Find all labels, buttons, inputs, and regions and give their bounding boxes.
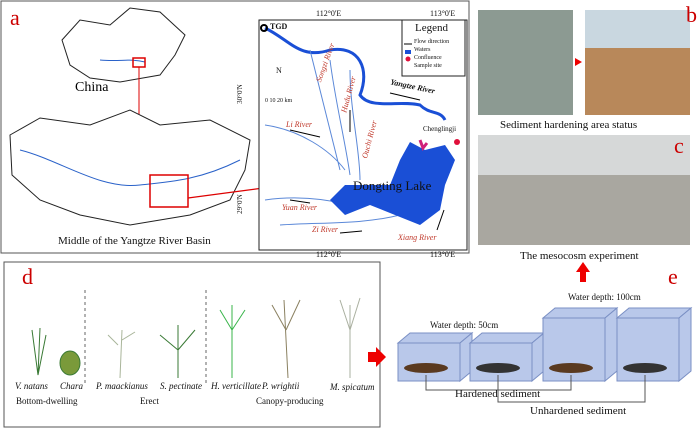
- tick-bottom-112: 112°0'E: [316, 250, 342, 259]
- panel-label-a: a: [10, 5, 20, 30]
- tick-bottom-113: 113°0'E: [430, 250, 456, 259]
- legend-box: [401, 19, 466, 77]
- basin-yangtze: [19, 149, 241, 187]
- panel-label-e: e: [668, 264, 678, 289]
- arrow-d-e: [368, 352, 376, 362]
- tick-top-113: 113°0'E: [430, 9, 456, 18]
- river-label: Li River: [286, 120, 312, 129]
- map-tributaries: [264, 49, 401, 226]
- flow-arrow: [389, 92, 421, 101]
- plant-illustrations: [31, 297, 361, 379]
- tick-side-30: 30°0'N: [235, 84, 244, 104]
- basin-highlight-box: [149, 174, 189, 208]
- dongting-lake-label: Dongting Lake: [353, 178, 432, 193]
- legend-item: Confluence: [414, 55, 442, 61]
- river-label: Yuan River: [282, 203, 318, 212]
- tick-top-112: 112°0'E: [316, 9, 342, 18]
- flow-arrow: [289, 199, 311, 204]
- river-label: Xiang River: [398, 233, 437, 242]
- species-label: H. verticillate: [211, 381, 261, 391]
- sample-sites: [418, 139, 429, 151]
- species-label: M. spicatum: [330, 382, 375, 392]
- china-yangtze: [99, 59, 146, 63]
- group-label: Erect: [140, 396, 159, 406]
- caption-b: Sediment hardening area status: [500, 119, 638, 131]
- dongting-lake-shape: [330, 142, 455, 225]
- legend-item: Flow direction: [414, 39, 450, 45]
- depth-100-label: Water depth: 100cm: [568, 292, 641, 302]
- legend-item: Waters: [414, 47, 431, 53]
- panel-d-frame: [3, 261, 381, 428]
- species-label: V. natans: [15, 381, 48, 391]
- tick-side-29: 29°0'N: [235, 194, 244, 214]
- tgd-label: TGD: [270, 22, 288, 31]
- confluence-marker: [454, 139, 460, 145]
- north-arrow: N: [276, 66, 282, 75]
- species-label: P. wrightii: [262, 381, 300, 391]
- map-yangtze: [264, 26, 447, 121]
- basin-outline: [9, 109, 251, 226]
- panel-a-frame: [0, 0, 470, 254]
- flow-arrow: [436, 209, 445, 231]
- legend-confluence-swatch: [405, 56, 411, 62]
- panel-label-b: b: [686, 2, 697, 27]
- tgd-marker: [260, 24, 268, 32]
- panel-label-c: c: [674, 133, 684, 158]
- basin-caption: Middle of the Yangtze River Basin: [58, 235, 211, 247]
- group-label: Bottom-dwelling: [16, 396, 78, 406]
- chenglingji-label: Chenglingji: [423, 125, 457, 133]
- group-label: Canopy-producing: [256, 396, 324, 406]
- river-label: Zi River: [312, 225, 338, 234]
- china-label: China: [75, 80, 109, 95]
- flow-arrow: [339, 230, 363, 234]
- legend-title: Legend: [415, 22, 448, 34]
- arrow-c: [576, 262, 590, 282]
- depth-50-label: Water depth: 50cm: [430, 320, 499, 330]
- species-label: P. maackianus: [96, 381, 148, 391]
- scale-bar: 0 10 20 km: [265, 98, 293, 104]
- tanks: [396, 306, 693, 383]
- hardened-label: Hardened sediment: [455, 388, 541, 400]
- photo-sediment-water: [478, 10, 573, 115]
- caption-c: The mesocosm experiment: [520, 250, 639, 262]
- unhardened-label: Unhardened sediment: [530, 405, 627, 417]
- flow-arrow: [289, 129, 321, 138]
- legend-waters-swatch: [405, 50, 411, 54]
- sediment-discs: [404, 363, 667, 373]
- arrow-b: [575, 58, 582, 66]
- legend-item: Sample site: [414, 63, 442, 69]
- species-label: Chara: [60, 381, 84, 391]
- china-outline: [61, 7, 186, 83]
- bracket-unhardened: [497, 375, 646, 403]
- species-label: S. pectinate: [160, 381, 202, 391]
- panel-label-d: d: [22, 264, 33, 289]
